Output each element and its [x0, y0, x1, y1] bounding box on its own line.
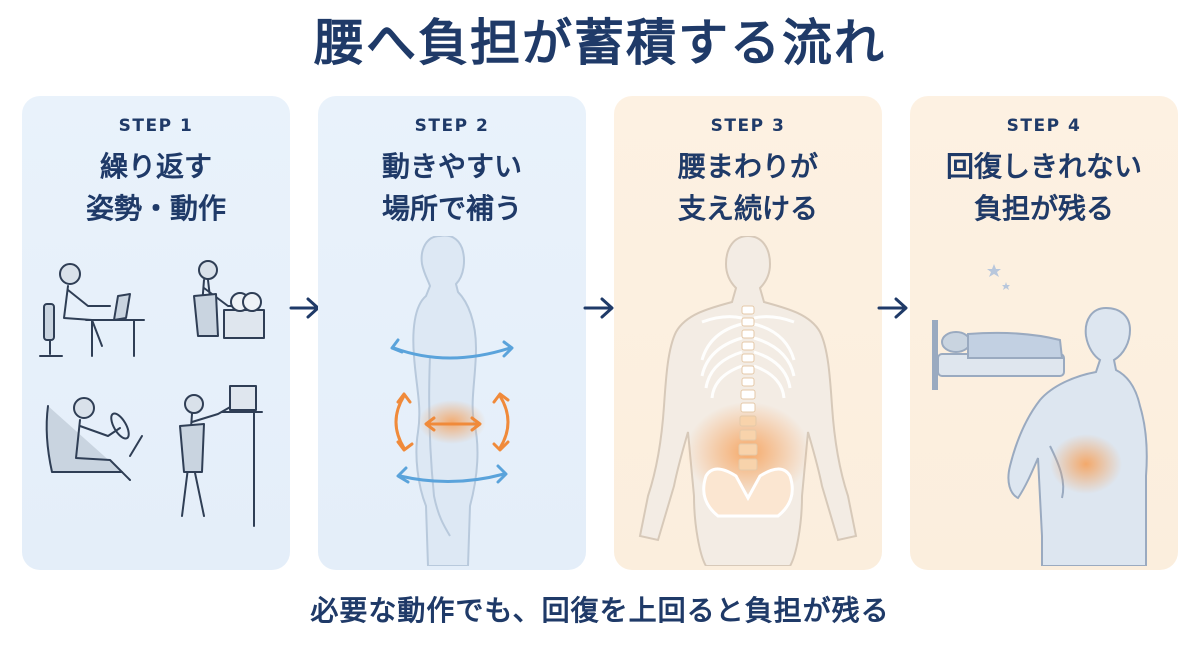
step-title-line: 負担が残る — [973, 192, 1114, 225]
arrow-right-icon — [583, 297, 614, 319]
step-title-line: 腰まわりが — [677, 150, 818, 183]
star-icon — [987, 264, 1010, 290]
desk-worker-icon — [39, 263, 145, 357]
step-card-4: STEP 4 回復しきれない 負担が残る — [910, 96, 1178, 570]
pelvis-icon — [702, 467, 794, 518]
step-title: 動きやすい 場所で補う — [318, 146, 586, 230]
back-body-silhouette — [638, 236, 858, 566]
step-title-line: 場所で補う — [381, 192, 522, 225]
step-title: 回復しきれない 負担が残る — [910, 146, 1178, 230]
repetitive-postures-illustration — [39, 260, 265, 527]
page-title: 腰へ負担が蓄積する流れ — [314, 14, 886, 72]
rib-cage — [700, 315, 796, 399]
moon-icon — [959, 254, 984, 290]
step-label: STEP 1 — [118, 116, 194, 136]
spine-skeleton-illustration — [638, 236, 858, 566]
step-card-3: STEP 3 腰まわりが 支え続ける — [614, 96, 882, 570]
left-rotation-arrow-icon — [394, 394, 406, 450]
step-label: STEP 2 — [414, 116, 490, 136]
step-title: 腰まわりが 支え続ける — [614, 146, 882, 230]
step-title-line: 動きやすい — [381, 150, 522, 183]
step-title-line: 姿勢・動作 — [85, 192, 226, 225]
driver-icon — [45, 397, 143, 481]
upper-motion-arrow-icon — [392, 346, 512, 360]
arrow-right-icon — [877, 297, 908, 319]
step-title: 繰り返す 姿勢・動作 — [22, 146, 290, 230]
lower-motion-arrow-icon — [398, 472, 506, 484]
step-card-2: STEP 2 動きやすい 場所で補う — [318, 96, 586, 570]
step-label: STEP 3 — [710, 116, 786, 136]
step-card-1: STEP 1 繰り返す 姿勢・動作 — [22, 96, 290, 570]
spine-icon — [738, 305, 758, 471]
lower-back-glow — [418, 400, 486, 444]
summary-caption: 必要な動作でも、回復を上回ると負担が残る — [310, 594, 890, 627]
body-compensation-illustration — [390, 236, 514, 566]
step-title-line: 繰り返す — [99, 150, 212, 183]
step-label: STEP 4 — [1006, 116, 1082, 136]
step-title-line: 回復しきれない — [945, 150, 1142, 183]
kitchen-worker-icon — [193, 260, 265, 339]
residual-strain-illustration — [932, 254, 1148, 566]
step-title-line: 支え続ける — [677, 192, 818, 225]
reaching-worker-icon — [179, 385, 263, 527]
bed-icon — [932, 320, 1065, 390]
arrow-right-icon — [289, 297, 320, 319]
lower-back-glow — [1050, 434, 1122, 494]
right-rotation-arrow-icon — [498, 394, 510, 450]
